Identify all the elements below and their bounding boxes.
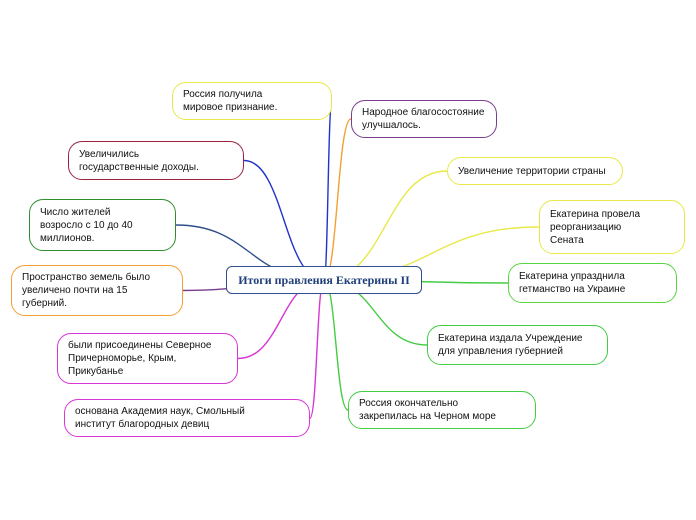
- topic-governorate-statute[interactable]: Екатерина издала Учреждение для управлен…: [427, 325, 608, 365]
- topic-hetmanate[interactable]: Екатерина упразднила гетманство на Украи…: [508, 263, 677, 303]
- connector-n3: [243, 159, 325, 281]
- connector-n12: [323, 279, 349, 411]
- topic-state-income[interactable]: Увеличились государственные доходы.: [68, 141, 244, 180]
- connector-n4: [323, 170, 448, 281]
- connector-n1: [323, 100, 333, 281]
- topic-world-recognition[interactable]: Россия получила мировое признание.: [172, 82, 332, 120]
- central-topic[interactable]: Итоги правления Екатерины II: [226, 266, 422, 294]
- connector-n11: [309, 279, 325, 419]
- topic-population[interactable]: Число жителей возросло с 10 до 40 миллио…: [29, 199, 176, 251]
- topic-black-sea[interactable]: Россия окончательно закрепилась на Черно…: [348, 391, 536, 429]
- topic-academy[interactable]: основана Академия наук, Смольный институ…: [64, 399, 310, 437]
- topic-lands[interactable]: Пространство земель было увеличено почти…: [11, 265, 183, 316]
- topic-annexations[interactable]: были присоединены Северное Причерноморье…: [57, 333, 238, 384]
- topic-senate-reform[interactable]: Екатерина провела реорганизацию Сената: [539, 200, 685, 254]
- topic-welfare[interactable]: Народное благосостояние улучшалось.: [351, 100, 497, 138]
- topic-territory[interactable]: Увеличение территории страны: [447, 157, 623, 185]
